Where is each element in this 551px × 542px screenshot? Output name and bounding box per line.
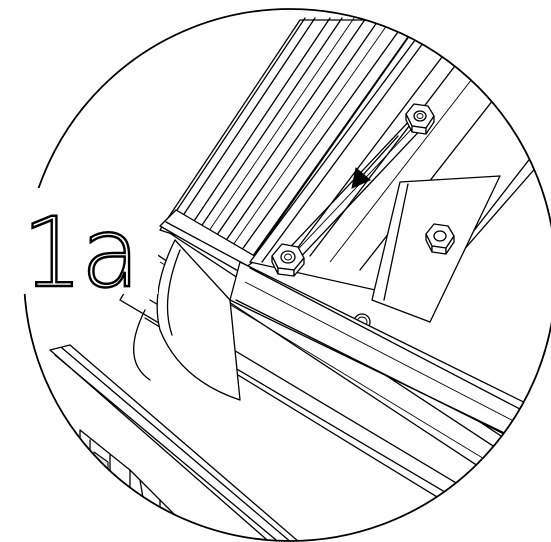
curved-housing bbox=[133, 239, 241, 401]
detail-view-content bbox=[49, 17, 551, 541]
hex-nut-icon bbox=[405, 103, 435, 135]
hex-nut-icon bbox=[271, 243, 305, 277]
hex-nut-icon bbox=[425, 223, 455, 255]
step-label-background bbox=[22, 188, 158, 294]
arrow-down-left-icon bbox=[351, 135, 399, 189]
step-label: 1a bbox=[22, 197, 138, 309]
aluminium-extrusion bbox=[159, 17, 423, 273]
threaded-rod bbox=[279, 115, 429, 265]
